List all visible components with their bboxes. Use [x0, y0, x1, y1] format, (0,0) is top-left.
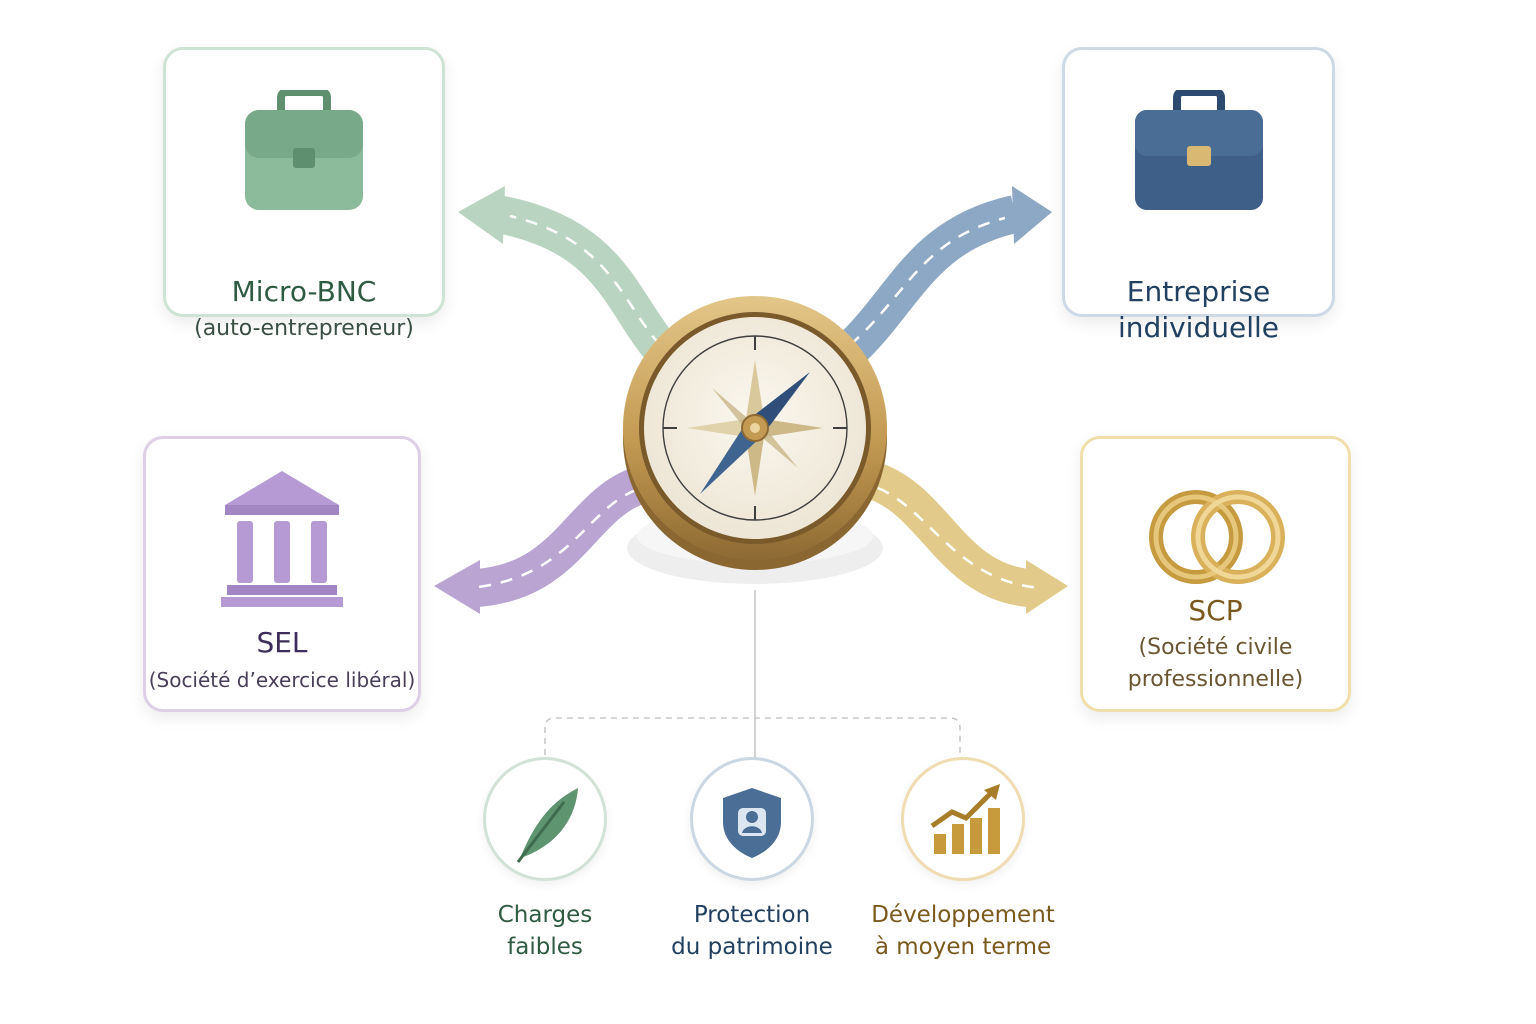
arrow-micro-bnc [458, 186, 677, 363]
card-subtitle: (auto-entrepreneur) [194, 316, 414, 341]
criterion-charges-faibles: Charges faibles [445, 757, 645, 977]
criterion-label-line1: Charges [497, 902, 593, 928]
card-subtitle-line2: professionnelle) [1127, 667, 1304, 692]
criterion-circle [483, 757, 607, 881]
card-title: SCP [1188, 594, 1243, 627]
criterion-label-line2: du patrimoine [671, 934, 833, 960]
growth-chart-icon [930, 784, 1000, 854]
card-title-line1: Entreprise [1126, 275, 1271, 308]
card-subtitle: (Société d’exercice libéral) [148, 668, 416, 692]
criterion-label-line1: Développement [871, 902, 1055, 928]
criterion-protection-patrimoine: Protection du patrimoine [652, 757, 852, 977]
criterion-developpement: Développement à moyen terme [858, 757, 1068, 977]
card-micro-bnc: Micro-BNC (auto-entrepreneur) [163, 47, 445, 341]
card-title-line2: individuelle [1118, 311, 1279, 344]
arrow-sel [434, 466, 648, 614]
arrow-entreprise-individuelle [834, 186, 1052, 367]
card-scp: SCP (Société civile professionnelle) [1080, 436, 1351, 712]
criteria-connectors [544, 590, 961, 760]
arrow-scp [865, 461, 1068, 614]
criterion-label-line1: Protection [693, 902, 811, 928]
compass-icon [623, 296, 887, 584]
card-title: SEL [256, 626, 308, 659]
bank-building-icon [221, 471, 343, 607]
card-subtitle-line1: (Société civile [1138, 635, 1293, 660]
briefcase-icon [245, 90, 363, 210]
feather-icon [516, 788, 578, 863]
criterion-circle [690, 757, 814, 881]
linked-rings-icon [1148, 490, 1285, 584]
card-title: Micro-BNC [231, 275, 377, 308]
shield-user-icon [723, 788, 781, 858]
criterion-circle [901, 757, 1025, 881]
briefcase-icon [1134, 90, 1263, 210]
card-sel: SEL (Société d’exercice libéral) [143, 436, 421, 712]
criterion-label-line2: faibles [507, 934, 583, 960]
card-entreprise-individuelle: Entreprise individuelle [1062, 47, 1335, 344]
criterion-label-line2: à moyen terme [874, 934, 1052, 960]
